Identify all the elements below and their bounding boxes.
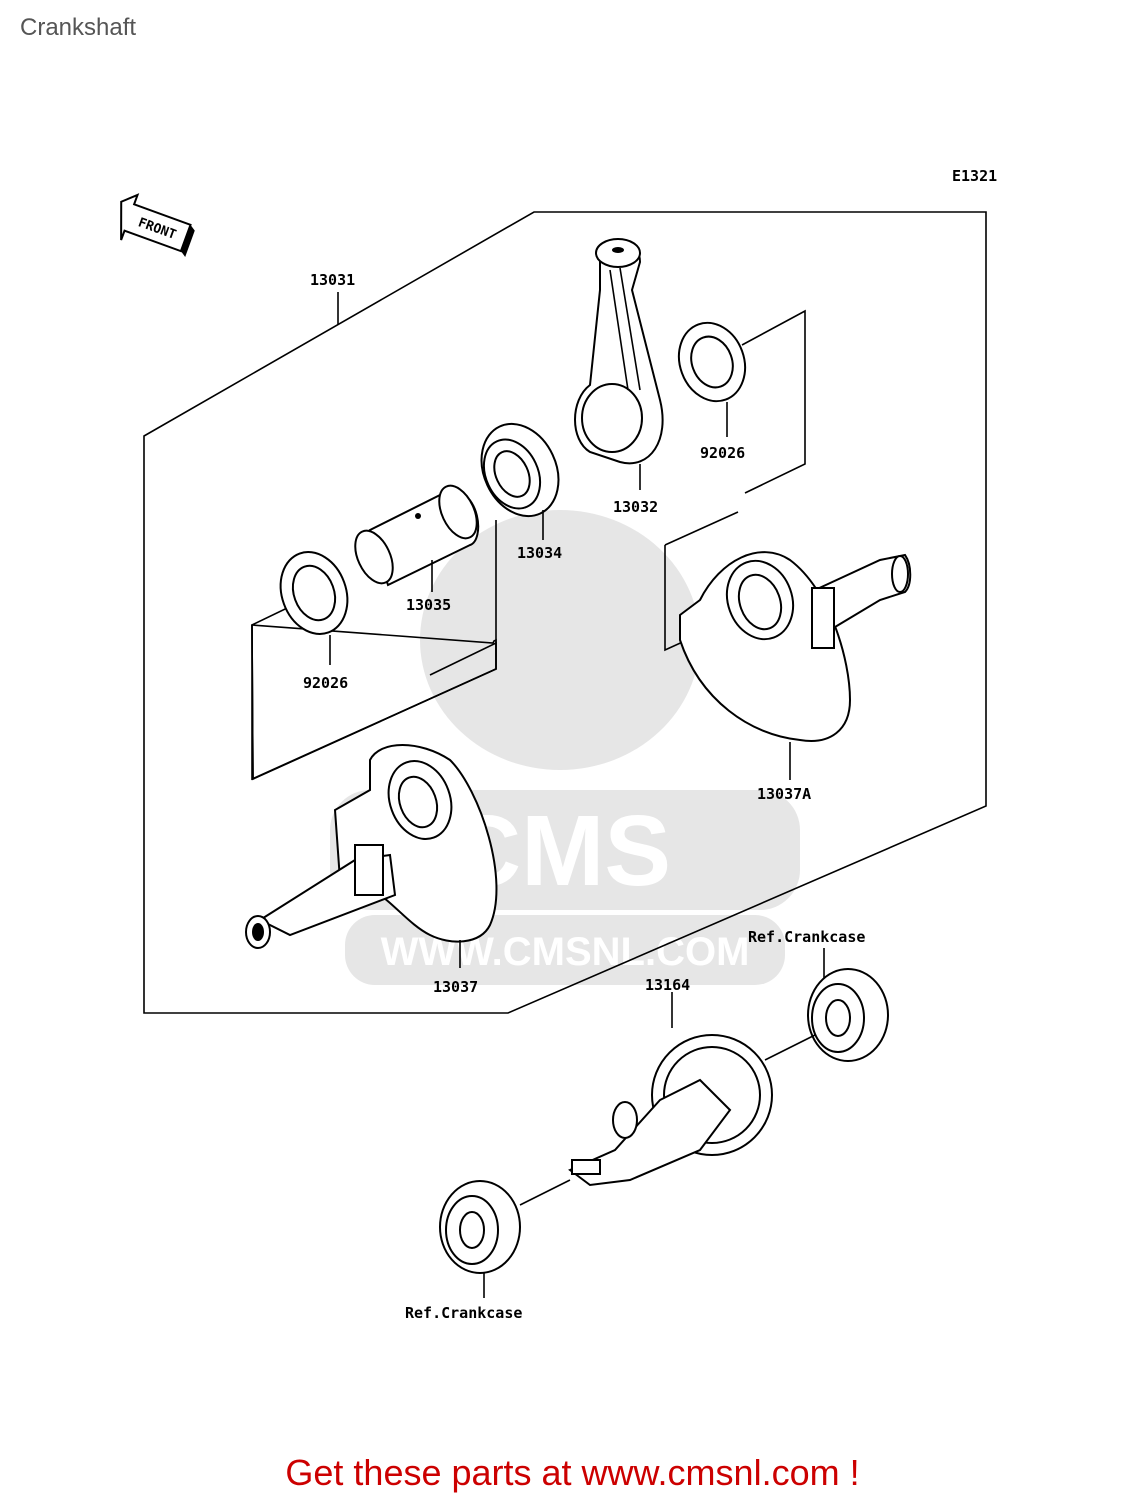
shop-link[interactable]: Get these parts at www.cmsnl.com ! (285, 1452, 860, 1493)
right-crank-bracket-top (664, 511, 739, 546)
part-label-13037: 13037 (433, 978, 478, 996)
crank-half-right (679, 551, 912, 742)
diagram-code: E1321 (952, 167, 997, 185)
washer-group-bracket (741, 309, 806, 494)
part-label-13032: 13032 (613, 498, 658, 516)
crank-pin (354, 484, 480, 587)
ref-label-crankcase-bottom: Ref.Crankcase (405, 1304, 522, 1322)
part-label-13034: 13034 (517, 544, 562, 562)
balancer-shaft (568, 1034, 773, 1187)
washer-left (279, 551, 349, 635)
front-arrow-icon: FRONT (120, 193, 195, 257)
part-label-92026-top: 92026 (700, 444, 745, 462)
part-label-92026-left: 92026 (303, 674, 348, 692)
crank-half-left (245, 744, 498, 949)
part-label-13037A: 13037A (757, 785, 811, 803)
crankshaft-assembly-outline (143, 211, 987, 1014)
page-title: Crankshaft (20, 14, 137, 41)
ball-bearing-top (807, 968, 889, 1062)
left-group-frame (251, 624, 497, 781)
part-label-13164: 13164 (645, 976, 690, 994)
connecting-rod (574, 238, 664, 465)
needle-bearing (480, 422, 560, 518)
part-label-13031: 13031 (310, 271, 355, 289)
washer-top (677, 321, 747, 403)
ref-label-crankcase-top: Ref.Crankcase (748, 928, 865, 946)
watermark-mascot-icon (420, 510, 700, 770)
ball-bearing-bottom (439, 1180, 521, 1274)
part-label-13035: 13035 (406, 596, 451, 614)
